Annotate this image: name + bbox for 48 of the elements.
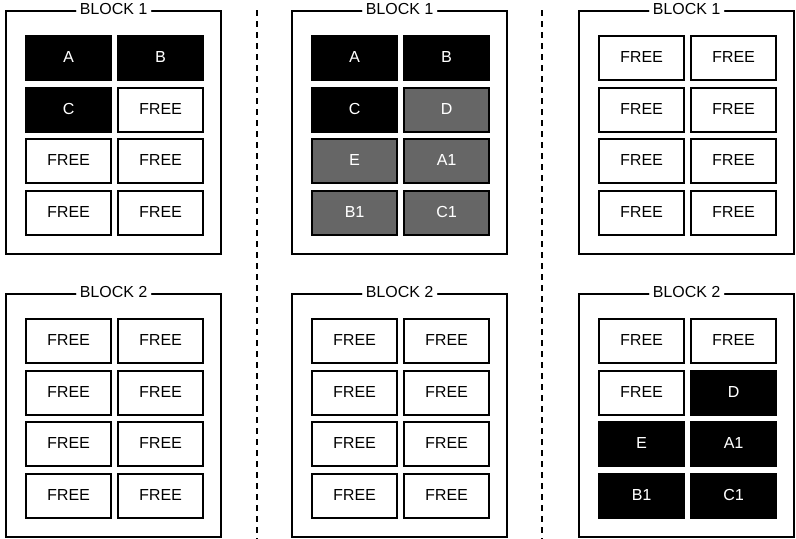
slot-box: FREE [598, 318, 685, 364]
slot-box: FREE [690, 138, 777, 184]
slot-box: FREE [117, 87, 204, 133]
slot-box: FREE [311, 318, 398, 364]
slot-box: FREE [117, 138, 204, 184]
slot-box: FREE [598, 190, 685, 236]
slot-box: FREE [403, 318, 490, 364]
slot-box: FREE [117, 190, 204, 236]
slot-box: FREE [25, 370, 112, 416]
slot-box: FREE [690, 35, 777, 81]
slot-box: FREE [311, 370, 398, 416]
slot-box: FREE [117, 473, 204, 519]
slot-box: FREE [117, 421, 204, 467]
slot-box: E [311, 138, 398, 184]
slot-box: FREE [25, 190, 112, 236]
slot-box: FREE [598, 138, 685, 184]
slot-box: B1 [598, 473, 685, 519]
slot-box: A [311, 35, 398, 81]
slot-box: E [598, 421, 685, 467]
slot-box: FREE [25, 138, 112, 184]
slot-box: FREE [403, 370, 490, 416]
slot-box: FREE [25, 421, 112, 467]
slot-box: FREE [690, 318, 777, 364]
slot-box: FREE [598, 370, 685, 416]
slot-box: FREE [690, 87, 777, 133]
slot-box: FREE [25, 473, 112, 519]
slot-box: C [311, 87, 398, 133]
slot-box: B1 [311, 190, 398, 236]
slot-box: FREE [690, 190, 777, 236]
slot-box: FREE [311, 421, 398, 467]
slot-box: C [25, 87, 112, 133]
slot-box: B [117, 35, 204, 81]
slot-box: FREE [117, 370, 204, 416]
slot-box: FREE [598, 87, 685, 133]
slot-box: D [690, 370, 777, 416]
slot-box: FREE [25, 318, 112, 364]
slot-box: FREE [403, 421, 490, 467]
slot-box: FREE [311, 473, 398, 519]
slot-box: C1 [403, 190, 490, 236]
slot-box: FREE [598, 35, 685, 81]
slot-box: A1 [690, 421, 777, 467]
slot-box: FREE [117, 318, 204, 364]
slot-box: B [403, 35, 490, 81]
slot-box: D [403, 87, 490, 133]
slot-box: FREE [403, 473, 490, 519]
slot-box: C1 [690, 473, 777, 519]
slot-box: A [25, 35, 112, 81]
slot-box: A1 [403, 138, 490, 184]
